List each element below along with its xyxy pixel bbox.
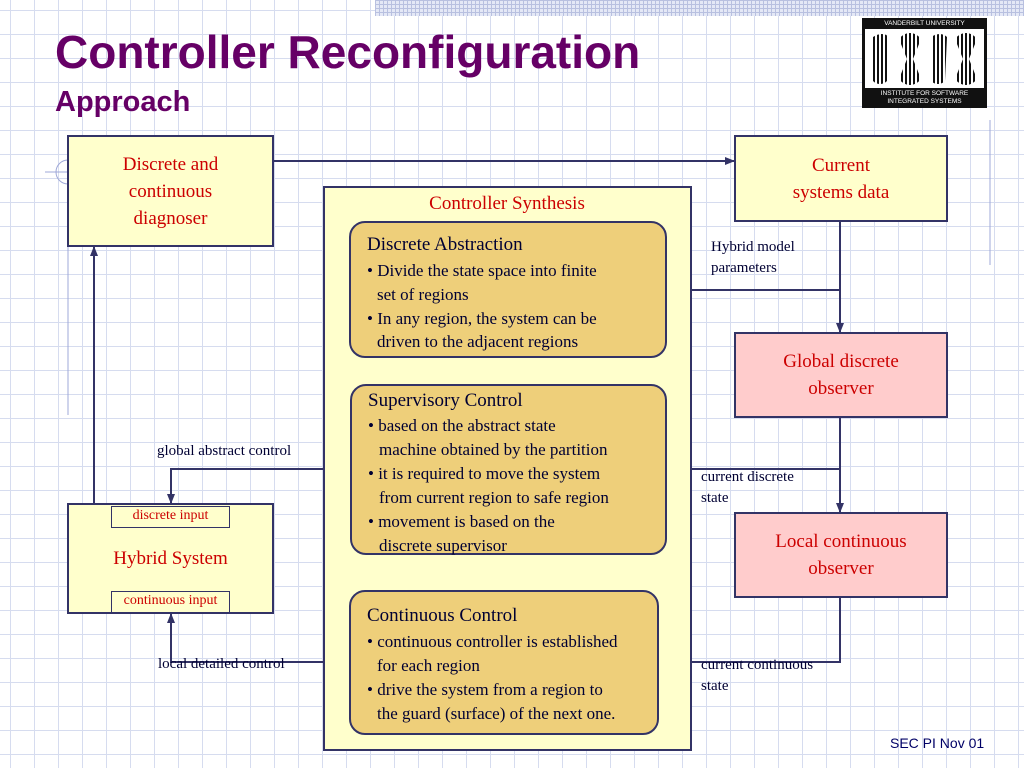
slide-subtitle: Approach [55, 86, 191, 118]
continuous-control-line: • drive the system from a region to [367, 680, 603, 699]
global-observer-line2: observer [808, 378, 874, 399]
continuous-input-tag: continuous input [111, 591, 230, 613]
edge-label-current-discrete: state [701, 490, 729, 506]
local-observer-line2: observer [808, 558, 874, 579]
diagnoser-line3: diagnoser [133, 207, 208, 229]
global-observer-box: Global discrete observer [734, 332, 948, 418]
local-observer-line1: Local continuous [775, 531, 907, 552]
supervisory-control-line: • based on the abstract state [368, 416, 556, 435]
edge-label-hybrid-model: parameters [711, 260, 777, 276]
supervisory-control-heading: Supervisory Control [368, 390, 523, 411]
local-observer-box: Local continuous observer [734, 512, 948, 598]
discrete-abstraction-box: Discrete Abstraction • Divide the state … [349, 221, 667, 358]
edge-label-current-continuous: current continuous [701, 657, 814, 673]
continuous-control-line: the guard (surface) of the next one. [377, 704, 616, 723]
controller-synthesis-title: Controller Synthesis [429, 193, 585, 214]
logo-bottom-text-1: INSTITUTE FOR SOFTWARE [880, 90, 969, 97]
discrete-abstraction-line: • Divide the state space into finite [367, 261, 597, 280]
edge-label-current-continuous: state [701, 678, 729, 694]
supervisory-control-line: • it is required to move the system [368, 464, 601, 483]
continuous-control-heading: Continuous Control [367, 605, 518, 626]
supervisory-control-line: machine obtained by the partition [379, 440, 608, 459]
supervisory-control-box: Supervisory Control • based on the abstr… [350, 384, 667, 555]
supervisory-control-line: from current region to safe region [379, 488, 609, 507]
logo-emblem [865, 29, 984, 88]
continuous-control-line: for each region [377, 656, 480, 675]
supervisory-control-line: discrete supervisor [379, 536, 507, 555]
current-data-line1: Current [811, 154, 871, 176]
diagnoser-box: Discrete and continuous diagnoser [67, 135, 274, 247]
top-pattern-strip [375, 0, 1024, 16]
edge-current-continuous-state [658, 598, 841, 666]
edge-local-detailed-control [167, 613, 350, 663]
logo-top-text: VANDERBILT UNIVERSITY [884, 20, 965, 27]
continuous-control-box: Continuous Control • continuous controll… [349, 590, 659, 735]
discrete-input-tag: discrete input [111, 506, 230, 528]
supervisory-control-line: • movement is based on the [368, 512, 555, 531]
discrete-abstraction-line: driven to the adjacent regions [377, 332, 579, 351]
slide-title: Controller Reconfiguration [55, 26, 641, 78]
edge-label-local-detailed: local detailed control [158, 656, 285, 672]
slide-footer: SEC PI Nov 01 [890, 735, 985, 751]
diagnoser-line1: Discrete and [122, 153, 219, 175]
edge-label-current-discrete: current discrete [701, 469, 794, 485]
current-data-box: Current systems data [734, 135, 948, 222]
discrete-abstraction-line: set of regions [377, 285, 469, 304]
current-data-line2: systems data [792, 181, 890, 203]
hybrid-system-label: Hybrid System [113, 548, 228, 569]
discrete-abstraction-heading: Discrete Abstraction [367, 234, 523, 255]
discrete-abstraction-line: • In any region, the system can be [367, 309, 597, 328]
edge-global-abstract-control [167, 468, 350, 504]
isis-logo: VANDERBILT UNIVERSITY INSTITUTE FOR SOFT… [862, 18, 987, 108]
global-observer-line1: Global discrete [783, 351, 899, 372]
diagnoser-line2: continuous [128, 180, 213, 202]
logo-bottom-text-2: INTEGRATED SYSTEMS [887, 98, 962, 105]
edge-label-hybrid-model: Hybrid model [711, 239, 795, 255]
edge-label-global-abstract: global abstract control [157, 443, 292, 459]
continuous-control-line: • continuous controller is established [367, 632, 618, 651]
